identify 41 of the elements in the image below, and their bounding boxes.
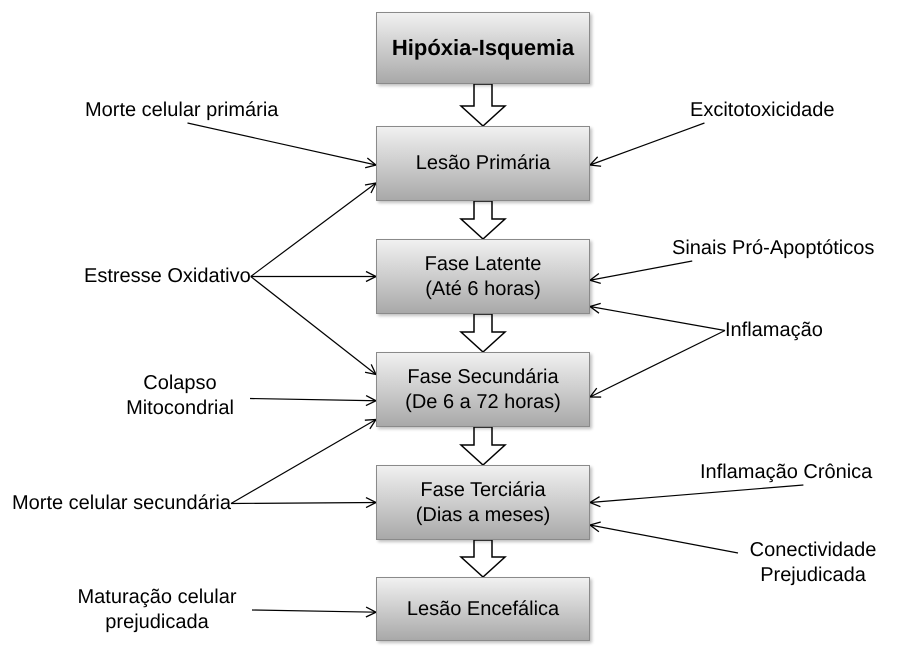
stage-box (376, 239, 590, 314)
stage-box (376, 352, 590, 427)
stage-label: Fase Terciária (Dias a meses) (414, 478, 552, 528)
arrow (252, 606, 377, 618)
factor-label: Estresse Oxidativo (84, 264, 251, 289)
block-arrow (459, 200, 507, 240)
factor-label: Colapso Mitocondrial (110, 371, 250, 421)
block-arrow (459, 313, 507, 354)
factor-label: Maturação celular prejudicada (62, 585, 252, 635)
stage-label: Fase Secundária (De 6 a 72 horas) (404, 364, 562, 414)
arrow (250, 394, 377, 406)
block-arrow (459, 83, 507, 128)
stage-label: Lesão Primária (416, 151, 550, 176)
arrow (589, 260, 692, 284)
stage-label: Hipóxia-Isquemia (392, 34, 574, 62)
stage-box (376, 12, 590, 84)
factor-label: Sinais Pró-Apoptóticos (672, 236, 874, 261)
block-arrow (459, 539, 507, 578)
arrow (231, 496, 377, 508)
arrow (230, 418, 377, 504)
arrow (589, 330, 726, 398)
stage-box (376, 126, 590, 201)
factor-label: Inflamação (725, 318, 823, 343)
arrow (187, 122, 377, 168)
factor-label: Morte celular primária (85, 98, 278, 123)
factor-label: Conectividade Prejudicada (738, 538, 888, 588)
stage-label: Lesão Encefálica (406, 596, 560, 622)
arrow (250, 276, 377, 376)
stage-box (376, 465, 590, 540)
arrow (589, 302, 726, 332)
stage-label: Fase Latente (Até 6 horas) (424, 252, 542, 302)
arrow (250, 182, 377, 277)
factor-label: Excitotoxicidade (690, 98, 835, 123)
arrow (589, 484, 804, 508)
factor-label: Inflamação Crônica (700, 460, 872, 485)
arrow (589, 521, 738, 554)
stage-box (376, 577, 590, 641)
factor-label: Morte celular secundária (12, 491, 231, 516)
arrow (589, 122, 705, 167)
block-arrow (459, 426, 507, 466)
arrow (250, 270, 377, 282)
